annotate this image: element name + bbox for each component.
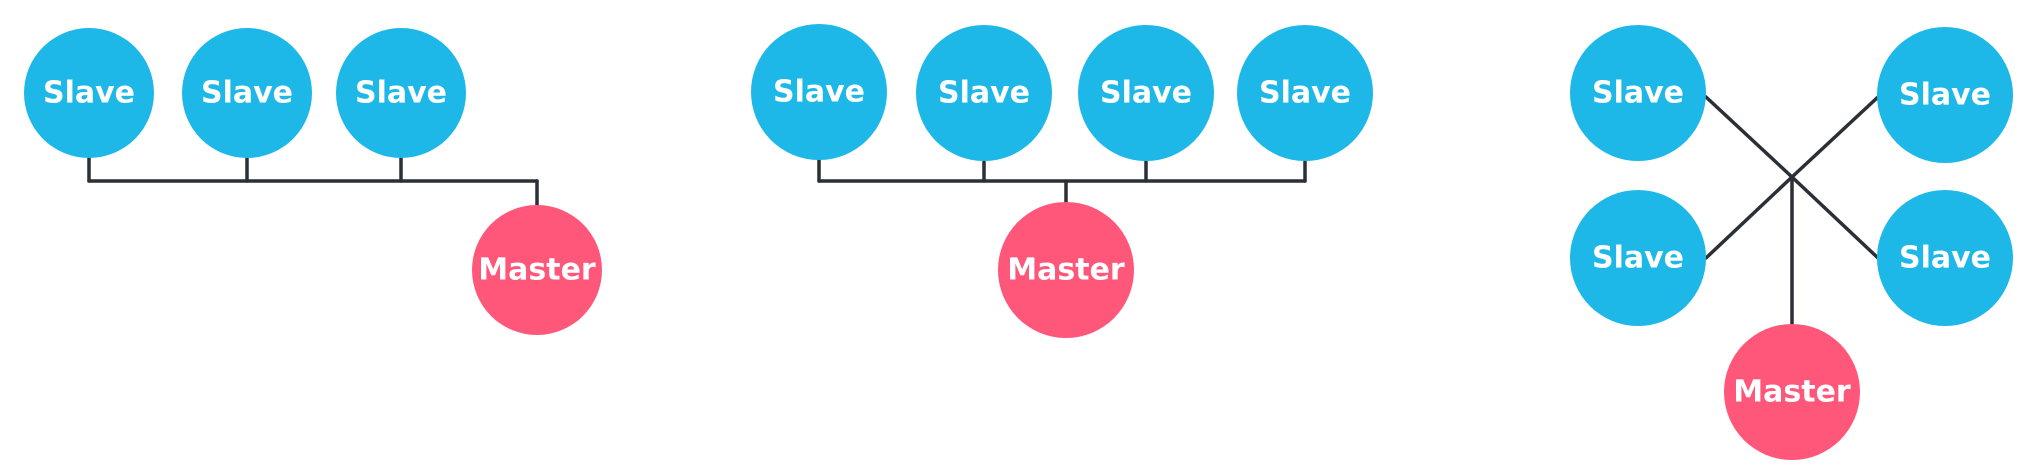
link-slave-bottom-right (1790, 175, 1880, 260)
master-label: Master (478, 253, 596, 288)
slave-label: Slave (355, 76, 447, 111)
slave-circle (1078, 25, 1214, 161)
master-node: Master (472, 205, 602, 335)
slave-node: Slave (1078, 25, 1214, 161)
slave-label: Slave (201, 76, 293, 111)
slave-circle (1570, 190, 1706, 326)
master-circle (998, 202, 1134, 338)
slave-label: Slave (1592, 241, 1684, 276)
slave-circle (1877, 190, 2013, 326)
slave-circle (751, 24, 887, 160)
connections (1704, 95, 1880, 328)
slave-circle (336, 28, 466, 158)
slave-node: Slave (1570, 25, 1706, 161)
slave-circle (1570, 25, 1706, 161)
slave-label: Slave (1259, 76, 1351, 111)
slave-circle (182, 28, 312, 158)
slave-node: Slave (336, 28, 466, 158)
slave-circle (1237, 25, 1373, 161)
diagram-bus-end: Slave Slave Slave Master (24, 28, 602, 335)
slave-node: Slave (751, 24, 887, 160)
slave-node: Slave (24, 28, 154, 158)
slave-label: Slave (773, 75, 865, 110)
master-label: Master (1007, 253, 1125, 288)
master-node: Master (1724, 324, 1860, 460)
master-circle (472, 205, 602, 335)
slave-label: Slave (1899, 241, 1991, 276)
master-label: Master (1733, 375, 1851, 410)
slave-label: Slave (1592, 76, 1684, 111)
slave-node: Slave (182, 28, 312, 158)
slave-label: Slave (938, 76, 1030, 111)
slave-label: Slave (1899, 78, 1991, 113)
slave-node: Slave (1877, 190, 2013, 326)
slave-circle (916, 25, 1052, 161)
link-slave-top-right (1790, 95, 1880, 179)
link-slave-top-left (1704, 95, 1794, 179)
master-node: Master (998, 202, 1134, 338)
connections (817, 156, 1307, 208)
link-slave-bottom-left (1704, 175, 1794, 260)
slave-node: Slave (916, 25, 1052, 161)
slave-node: Slave (1570, 190, 1706, 326)
slave-circle (1877, 27, 2013, 163)
connections (87, 156, 539, 208)
slave-label: Slave (43, 76, 135, 111)
slave-circle (24, 28, 154, 158)
slave-node: Slave (1237, 25, 1373, 161)
diagram-star: Slave Slave Slave Slave Master (1570, 25, 2013, 460)
slave-label: Slave (1100, 76, 1192, 111)
master-circle (1724, 324, 1860, 460)
slave-node: Slave (1877, 27, 2013, 163)
diagram-bus-center: Slave Slave Slave Slave Master (751, 24, 1373, 338)
